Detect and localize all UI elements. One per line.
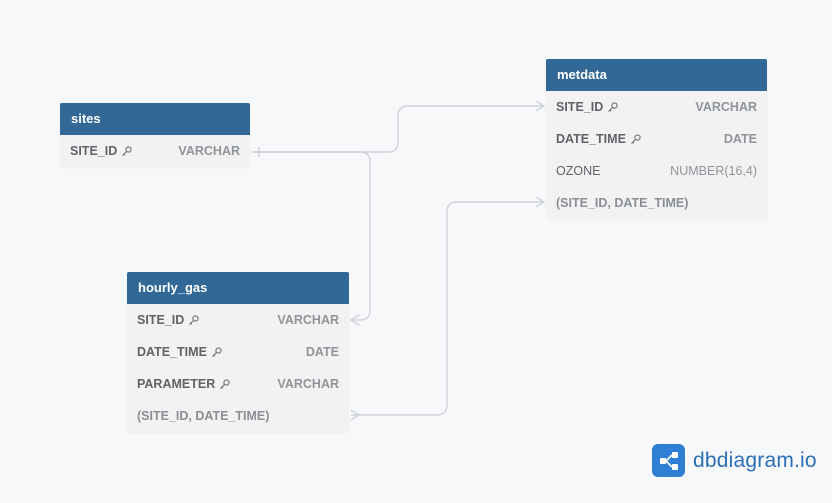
field-type: VARCHAR [695, 100, 757, 114]
key-icon [122, 146, 132, 156]
relation-hourly-gas-metdata-composite[interactable] [351, 201, 544, 416]
relation-sites-metdata[interactable] [252, 105, 544, 153]
field-type: VARCHAR [277, 313, 339, 327]
field-row-date-time[interactable]: DATE_TIME DATE [546, 123, 767, 155]
dbdiagram-brand[interactable]: dbdiagram.io [652, 444, 817, 477]
field-name: SITE_ID [70, 144, 118, 158]
field-row-parameter[interactable]: PARAMETER VARCHAR [127, 368, 349, 400]
field-row-site-id[interactable]: SITE_ID VARCHAR [127, 304, 349, 336]
share-logo-icon [652, 444, 685, 477]
field-type: DATE [305, 345, 339, 359]
key-icon [189, 315, 199, 325]
field-name: PARAMETER [137, 377, 216, 391]
field-name: SITE_ID [556, 100, 604, 114]
key-icon [220, 379, 230, 389]
table-hourly-gas[interactable]: hourly_gas SITE_ID VARCHAR DATE_TIME DAT… [127, 272, 349, 432]
field-name: DATE_TIME [556, 132, 626, 146]
field-name: OZONE [556, 164, 601, 178]
field-name: SITE_ID [137, 313, 185, 327]
field-row-site-id[interactable]: SITE_ID VARCHAR [546, 91, 767, 123]
table-header-metdata[interactable]: metdata [546, 59, 767, 91]
field-type: DATE [723, 132, 757, 146]
many-marker [535, 100, 546, 112]
field-type: VARCHAR [178, 144, 240, 158]
field-row-composite-index[interactable]: (SITE_ID, DATE_TIME) [546, 187, 767, 219]
field-row-ozone[interactable]: OZONE NUMBER(16,4) [546, 155, 767, 187]
many-marker [349, 314, 360, 326]
many-marker [535, 196, 546, 208]
field-type: VARCHAR [277, 377, 339, 391]
key-icon [608, 102, 618, 112]
table-sites[interactable]: sites SITE_ID VARCHAR [60, 103, 250, 167]
brand-name: dbdiagram.io [693, 448, 817, 472]
field-name: (SITE_ID, DATE_TIME) [556, 196, 689, 210]
field-name: (SITE_ID, DATE_TIME) [137, 409, 270, 423]
table-metdata[interactable]: metdata SITE_ID VARCHAR DATE_TIME DATE O… [546, 59, 767, 219]
field-type: NUMBER(16,4) [670, 164, 757, 178]
field-row-date-time[interactable]: DATE_TIME DATE [127, 336, 349, 368]
table-header-hourly-gas[interactable]: hourly_gas [127, 272, 349, 304]
field-row-site-id[interactable]: SITE_ID VARCHAR [60, 135, 250, 167]
field-name: DATE_TIME [137, 345, 207, 359]
many-marker [350, 409, 361, 421]
table-header-sites[interactable]: sites [60, 103, 250, 135]
key-icon [631, 134, 641, 144]
key-icon [212, 347, 222, 357]
field-row-composite-index[interactable]: (SITE_ID, DATE_TIME) [127, 400, 349, 432]
